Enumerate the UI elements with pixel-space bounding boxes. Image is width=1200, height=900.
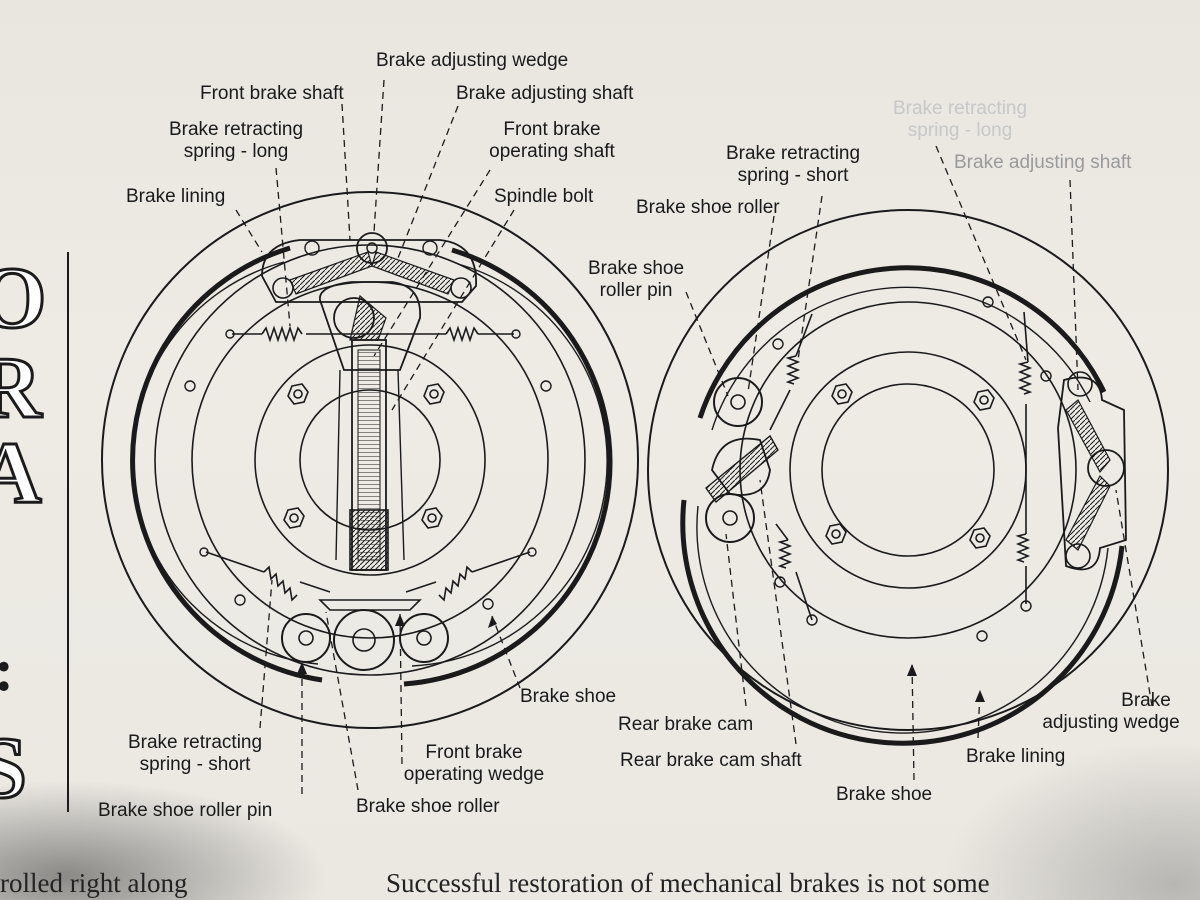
label-brake-adjusting-shaft-rear: Brake adjusting shaft <box>954 152 1132 173</box>
leader-arrowheads <box>297 614 985 702</box>
label-brake-shoe-roller: Brake shoe roller <box>356 796 500 817</box>
label-brake-adjusting-wedge: Brake adjusting wedge <box>376 50 569 71</box>
label-line: spring - short <box>737 165 849 186</box>
label-line: spring - short <box>139 754 251 775</box>
body-text-right: Successful restoration of mechanical bra… <box>386 868 990 898</box>
label-line: Brake shoe <box>587 258 685 279</box>
label-line: Brake retracting <box>892 98 1028 119</box>
label-brake-lining-rear: Brake lining <box>966 746 1066 767</box>
label-line: Brake retracting <box>127 732 263 753</box>
label-brake-retracting-spring-short-rear: Brake retracting spring - short <box>712 143 874 187</box>
margin-letter: : <box>0 640 14 700</box>
label-line: Front brake <box>425 742 523 763</box>
label-brake-shoe-roller-pin: Brake shoe roller pin <box>98 800 273 821</box>
label-line: spring - long <box>183 141 289 162</box>
label-line: spring - long <box>907 120 1013 141</box>
label-line: roller pin <box>599 280 673 301</box>
label-brake-retracting-spring-long: Brake retracting spring - long <box>156 119 316 163</box>
label-brake-adjusting-shaft: Brake adjusting shaft <box>456 83 634 104</box>
front-brake-leader-lines <box>235 79 521 794</box>
body-text-left: rolled right along <box>0 868 188 898</box>
label-line: Brake <box>1121 690 1171 711</box>
margin-letter: R <box>0 340 43 437</box>
finger-shadow <box>0 780 330 900</box>
margin-letter: S <box>0 720 28 817</box>
label-line: operating shaft <box>489 141 615 162</box>
label-front-brake-shaft: Front brake shaft <box>200 83 344 104</box>
label-line: adjusting wedge <box>1042 712 1180 733</box>
label-front-brake-operating-shaft: Front brake operating shaft <box>472 119 632 163</box>
rear-brake-leader-lines <box>685 145 1153 781</box>
label-brake-lining: Brake lining <box>126 186 226 207</box>
label-front-brake-operating-wedge: Front brake operating wedge <box>388 742 560 786</box>
rear-brake-assembly <box>647 209 1169 746</box>
label-brake-shoe: Brake shoe <box>520 686 617 707</box>
label-spindle-bolt: Spindle bolt <box>494 186 594 207</box>
label-brake-shoe-roller-pin-rear: Brake shoe roller pin <box>576 258 696 302</box>
margin-rule <box>67 252 69 812</box>
label-brake-retracting-spring-short: Brake retracting spring - short <box>110 732 280 776</box>
label-brake-shoe-rear: Brake shoe <box>836 784 933 805</box>
margin-letter: A <box>0 425 43 522</box>
label-line: operating wedge <box>403 764 545 785</box>
label-line: Front brake <box>503 119 601 140</box>
label-brake-adjusting-wedge-rear: Brake adjusting wedge <box>1036 690 1186 734</box>
label-brake-retracting-spring-long-rear: Brake retracting spring - long <box>880 98 1040 142</box>
page-shadow <box>940 740 1200 900</box>
label-line: Brake retracting <box>725 143 861 164</box>
label-rear-brake-cam-shaft: Rear brake cam shaft <box>620 750 802 771</box>
label-brake-shoe-roller-rear: Brake shoe roller <box>636 197 780 218</box>
label-rear-brake-cam: Rear brake cam <box>618 714 754 735</box>
margin-letter: O <box>0 250 48 347</box>
front-brake-assembly <box>101 191 639 729</box>
label-line: Brake retracting <box>168 119 304 140</box>
